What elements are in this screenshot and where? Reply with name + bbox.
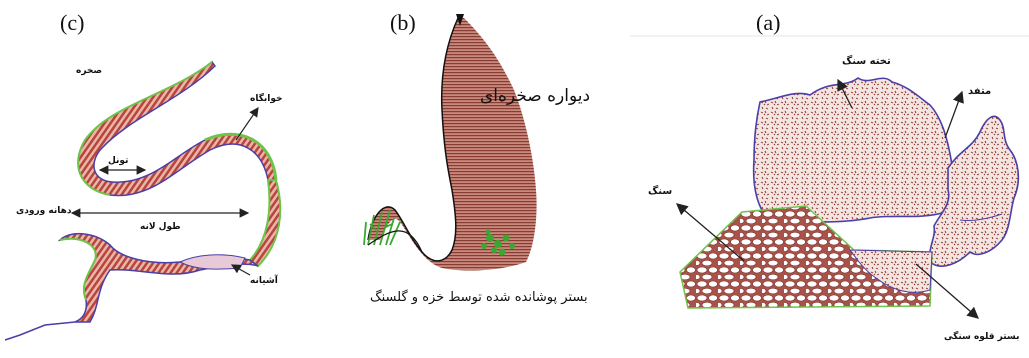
panel-a-boulder-bed: (a) تخته سنگ متفد سنگ بستر قلوه سنگی: [630, 0, 1029, 358]
label-porous-rock: متفد: [968, 86, 991, 97]
label-roost: خوابگاه: [250, 94, 283, 104]
panel-b-cliff-wall: (b) دیواره صخره‌ای بستر پوشانده شده توسط…: [330, 0, 630, 358]
label-nest: آشیانه: [250, 276, 278, 286]
label-rock-slab: تخته سنگ: [842, 56, 891, 67]
rock-wall-body: [368, 18, 537, 270]
boulder-illustration: [630, 0, 1029, 358]
panel-c-letter: (c): [60, 10, 84, 36]
right-rock-wall: [250, 180, 280, 266]
upper-rock-lobe: [78, 62, 276, 196]
rock-slab: [754, 78, 954, 222]
label-moss-bed-caption: بستر پوشانده شده توسط خزه و گلسنگ: [370, 290, 588, 305]
label-tunnel: تونل: [108, 156, 128, 166]
label-nest-length: طول لانه: [140, 222, 181, 232]
label-cobble-bed: بستر قلوه سنگی: [944, 332, 1019, 342]
label-rock: صخره: [76, 66, 102, 76]
label-rock-wall: دیواره صخره‌ای: [480, 86, 590, 106]
lower-rock-lobe: [60, 234, 258, 322]
panel-c-nest-diagram: (c) صخره خوابگاه تونل دهانه ورودی طول لا…: [0, 0, 330, 358]
label-rock: سنگ: [648, 186, 672, 197]
panel-b-letter: (b): [390, 10, 416, 36]
nest-cross-section: [0, 0, 330, 358]
panel-a-letter: (a): [756, 10, 780, 36]
label-entrance: دهانه ورودی: [16, 206, 71, 216]
